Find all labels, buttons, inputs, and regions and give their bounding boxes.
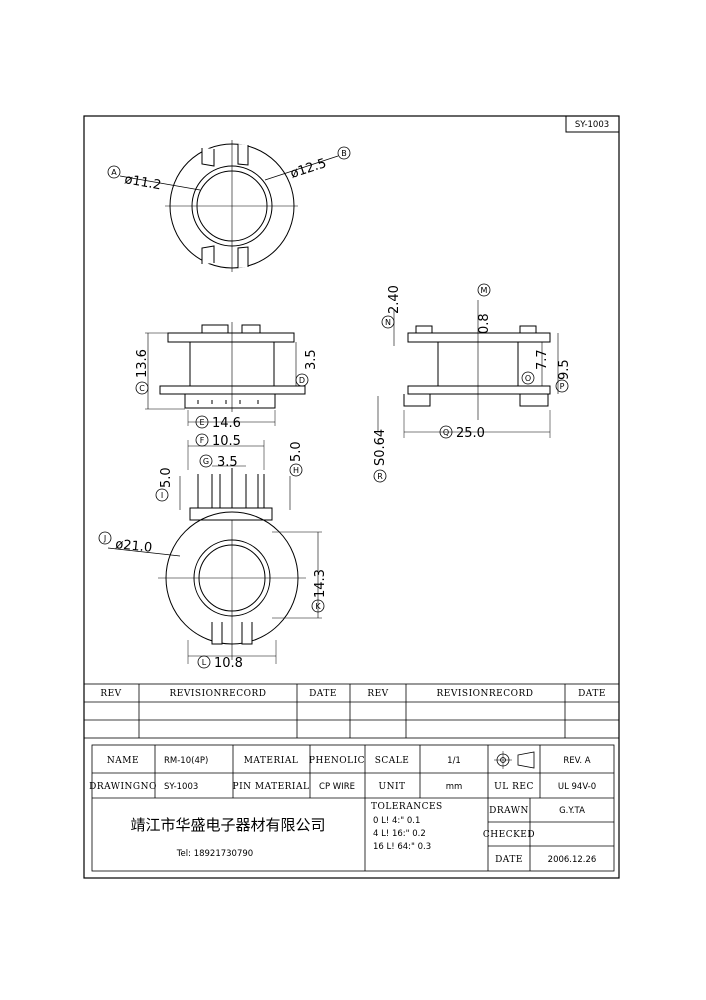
drawingno-label: DRAWINGNO: [89, 782, 157, 792]
drawn-label: DRAWN: [489, 806, 529, 816]
date-header-1: DATE: [309, 689, 337, 699]
dim-c: 13.6: [135, 349, 150, 378]
revisionrecord-header-2: REVISIONRECORD: [437, 689, 534, 699]
name-value: RM-10(4P): [164, 756, 208, 766]
bottom-view: [107, 440, 322, 664]
dim-o: 7.7: [535, 349, 550, 370]
dim-f: 10.5: [212, 434, 241, 449]
tolerance-line-1: 0 L! 4:" 0.1: [373, 816, 420, 826]
unit-value: mm: [446, 782, 463, 792]
dim-j: ø21.0: [115, 537, 153, 556]
dim-e: 14.6: [212, 416, 241, 431]
dim-p: 9.5: [557, 359, 572, 380]
revisionrecord-header-1: REVISIONRECORD: [170, 689, 267, 699]
svg-text:G: G: [203, 457, 209, 466]
callout-letters: A B C D E F G H I J K L M N O P Q R: [103, 149, 565, 667]
date-label: DATE: [495, 855, 523, 865]
title-block-text: NAME RM-10(4P) MATERIAL PHENOLIC SCALE 1…: [89, 756, 596, 865]
svg-text:R: R: [377, 472, 383, 481]
dim-a: ø11.2: [123, 172, 162, 193]
ul-rec-value: UL 94V-0: [558, 782, 596, 792]
right-view: [377, 300, 559, 438]
drawing-frame: [83, 115, 620, 879]
scale-label: SCALE: [375, 756, 410, 766]
pin-material-value: CP WIRE: [319, 782, 355, 792]
drawn-value: G.Y.TA: [559, 806, 585, 816]
dim-n: 2.40: [387, 285, 402, 314]
drawing-code: SY-1003: [575, 120, 609, 130]
svg-text:J: J: [103, 534, 106, 543]
svg-text:F: F: [200, 436, 205, 445]
ul-rec-label: UL REC: [494, 782, 534, 792]
dim-b: ø12.5: [289, 156, 329, 182]
svg-text:E: E: [199, 418, 204, 427]
tolerance-line-3: 16 L! 64:" 0.3: [373, 842, 431, 852]
svg-text:A: A: [111, 168, 117, 177]
dim-l: 10.8: [214, 656, 243, 671]
revision-table: [83, 683, 620, 739]
dim-i: 5.0: [159, 467, 174, 488]
pin-material-label: PIN MATERIAL: [233, 782, 310, 792]
drawingno-value: SY-1003: [164, 782, 198, 792]
material-value: PHENOLIC: [309, 756, 365, 766]
dim-g: 3.5: [217, 455, 238, 470]
svg-text:L: L: [202, 658, 207, 667]
tolerance-line-2: 4 L! 16:" 0.2: [373, 829, 426, 839]
top-view: [119, 140, 339, 272]
material-label: MATERIAL: [244, 756, 299, 766]
svg-text:C: C: [139, 384, 145, 393]
dimension-values: ø11.2 ø12.5 13.6 3.5 14.6 10.5 3.5 5.0 5…: [115, 156, 572, 671]
revision-headers: REV REVISIONRECORD DATE REV REVISIONRECO…: [100, 689, 606, 699]
svg-text:Q: Q: [443, 428, 449, 437]
name-label: NAME: [107, 756, 139, 766]
dim-k: 14.3: [313, 569, 328, 598]
tolerances-label: TOLERANCES: [371, 802, 443, 812]
svg-text:B: B: [341, 149, 347, 158]
projection-symbol-icon: [494, 751, 535, 769]
svg-text:N: N: [385, 318, 391, 327]
scale-value: 1/1: [447, 756, 461, 766]
unit-label: UNIT: [378, 782, 405, 792]
title-block: [91, 744, 615, 872]
svg-text:P: P: [560, 382, 565, 391]
dim-d: 3.5: [304, 349, 319, 370]
svg-text:K: K: [315, 602, 321, 611]
date-value: 2006.12.26: [548, 855, 597, 865]
checked-label: CHECKED: [483, 830, 535, 840]
rev-value: REV. A: [563, 756, 590, 766]
side-view: [145, 322, 306, 426]
company-phone: Tel: 18921730790: [176, 849, 253, 859]
rev-header-2: REV: [367, 689, 388, 699]
date-header-2: DATE: [578, 689, 606, 699]
dim-r: S0.64: [373, 429, 388, 466]
svg-text:H: H: [293, 466, 299, 475]
rev-header-1: REV: [100, 689, 121, 699]
drawing-code-box: [565, 115, 620, 133]
svg-text:M: M: [481, 286, 488, 295]
svg-text:O: O: [525, 374, 531, 383]
dim-m: 0.8: [477, 313, 492, 334]
callout-circles: [98, 146, 569, 669]
svg-text:I: I: [161, 491, 163, 500]
dim-h: 5.0: [289, 441, 304, 462]
svg-text:D: D: [299, 376, 305, 385]
company-name: 靖江市华盛电子器材有限公司: [130, 816, 325, 834]
dim-q: 25.0: [456, 426, 485, 441]
